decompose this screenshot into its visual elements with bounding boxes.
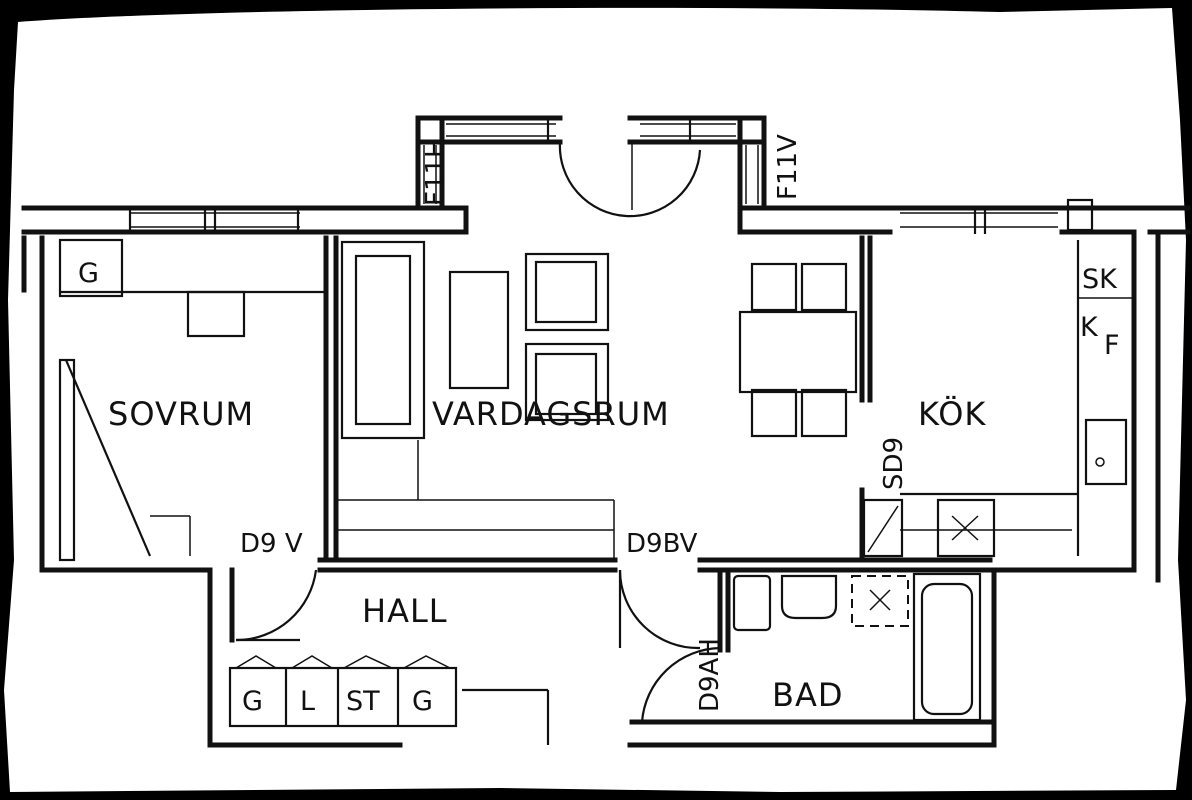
walls [21,115,1191,748]
door-code-d9ah: D9AH [695,638,725,712]
room-label-kok: KÖK [918,395,986,433]
room-label-bad: BAD [772,676,843,714]
doors [235,141,721,723]
door-code-d9bv: D9BV [626,529,698,559]
fixture-label-k: K [1080,312,1099,343]
window-code-f11h: F11H [421,138,451,206]
door-code-d9v: D9 V [240,529,303,559]
room-label-sovrum: SOVRUM [108,395,254,433]
fixture-label-hall-st: ST [346,686,380,717]
room-label-hall: HALL [362,592,448,630]
fixture-label-hall-l: L [300,686,315,717]
room-label-vardagsrum: VARDAGSRUM [432,395,670,433]
furniture [58,238,1134,745]
fixture-label-sk: SK [1082,264,1118,295]
fixture-label-g-sovrum: G [78,258,99,289]
door-code-sd9: SD9 [879,437,909,490]
fixture-label-hall-g2: G [412,686,433,717]
window-code-f11v: F11V [773,134,803,200]
windows [128,116,1094,234]
fixture-label-hall-g1: G [242,686,263,717]
fixture-label-f: F [1104,330,1120,361]
